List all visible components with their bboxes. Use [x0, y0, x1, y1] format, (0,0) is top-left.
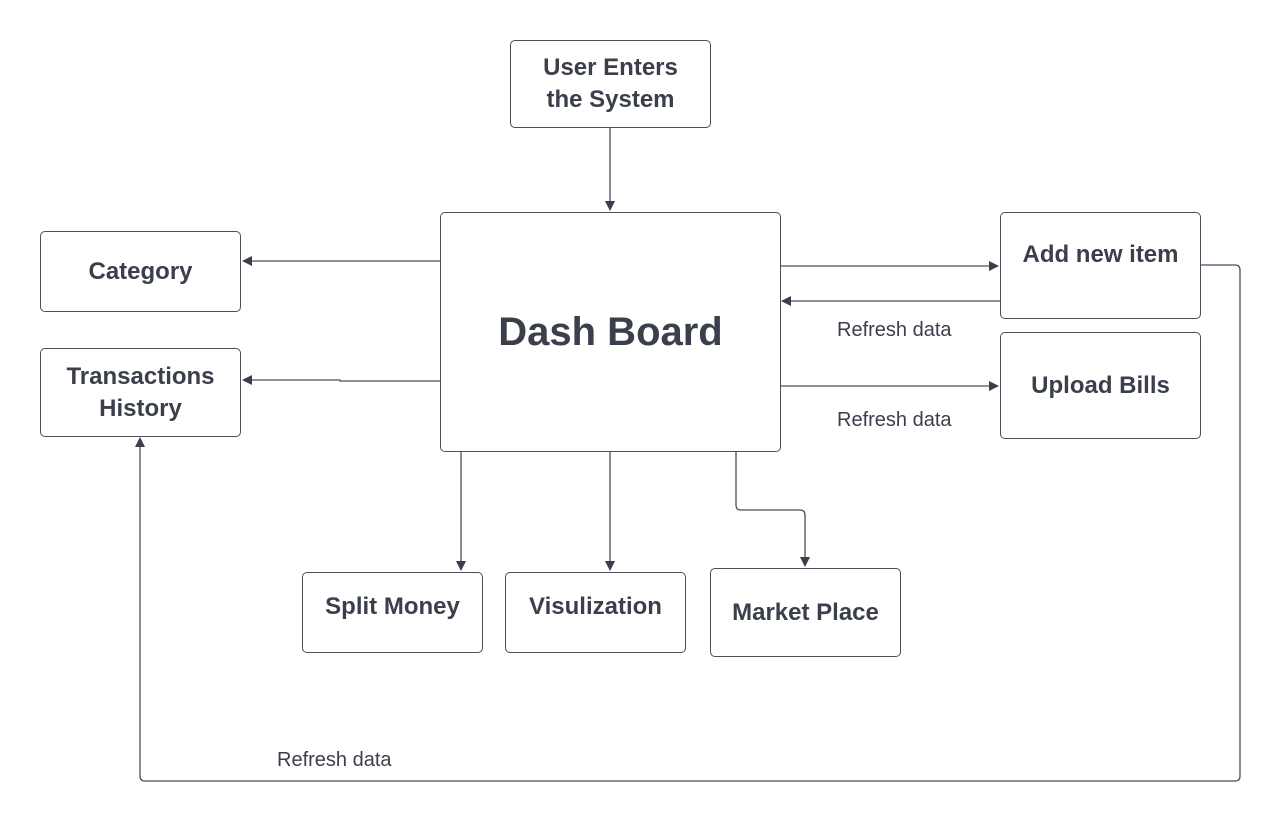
node-dashboard-label: Dash Board: [498, 310, 723, 354]
node-market-place-label: Market Place: [732, 598, 879, 626]
arrow-dashboard-to-transactions: [242, 375, 440, 385]
edge-label-refresh-add-item: Refresh data: [837, 319, 952, 341]
node-transactions-history: Transactions History: [40, 348, 241, 437]
node-add-new-item-label: Add new item: [1022, 240, 1179, 268]
node-market-place: Market Place: [710, 568, 901, 657]
node-add-new-item: Add new item: [1000, 212, 1201, 319]
node-user-enters-system: User Enters the System: [510, 40, 711, 128]
node-transactions-history-label: Transactions History: [66, 362, 215, 422]
edge-label-refresh-transactions: Refresh data: [277, 749, 392, 771]
node-dashboard: Dash Board: [440, 212, 781, 452]
node-visulization-label: Visulization: [529, 592, 662, 620]
node-split-money: Split Money: [302, 572, 483, 653]
arrow-add-item-refresh-transactions: [135, 264, 1241, 782]
node-user-enters-system-label: User Enters the System: [543, 54, 678, 113]
node-upload-bills-label: Upload Bills: [1031, 371, 1170, 399]
node-category: Category: [40, 231, 241, 312]
edge-label-refresh-upload-bills: Refresh data: [837, 409, 952, 431]
node-category-label: Category: [88, 257, 193, 285]
node-split-money-label: Split Money: [325, 592, 460, 620]
node-upload-bills: Upload Bills: [1000, 332, 1201, 439]
node-visulization: Visulization: [505, 572, 686, 653]
arrow-dashboard-to-market-place: [735, 452, 810, 567]
